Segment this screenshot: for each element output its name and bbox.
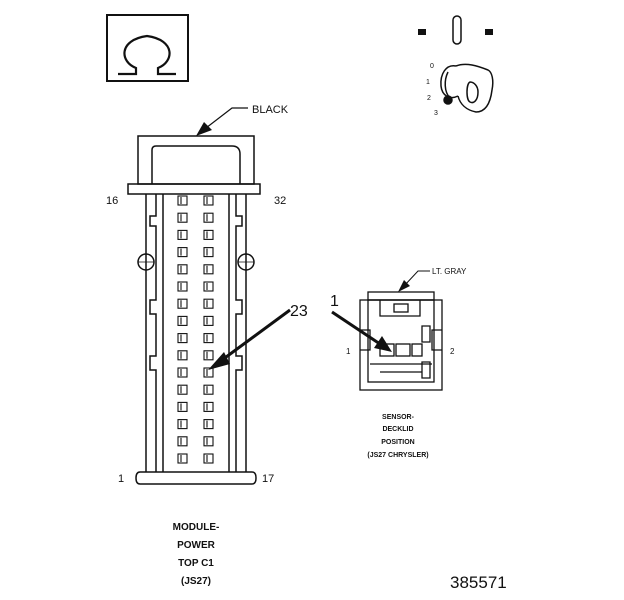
pin-cavity [203, 281, 214, 292]
pin-cavity [177, 401, 188, 412]
sensor-pin-label-2: 2 [450, 347, 455, 356]
pin-label-16: 16 [106, 195, 118, 207]
pin-cavity [177, 419, 188, 430]
pin-cavity [177, 212, 188, 223]
sensor-caption-line-2: DECKLID [382, 426, 413, 433]
pin-cavity [177, 333, 188, 344]
pin-cavity [177, 247, 188, 258]
caption-line-1: MODULE- [173, 522, 220, 533]
sensor-wire-color-label: LT. GRAY [432, 267, 467, 276]
caption-line-3: TOP C1 [178, 558, 214, 569]
key-position-1: 2 [427, 95, 431, 102]
figure-number: 385571 [450, 573, 507, 592]
pin-cavity [203, 298, 214, 309]
caption-line-2: POWER [177, 540, 216, 551]
pin-cavity [177, 367, 188, 378]
pin-cavity [203, 333, 214, 344]
sensor-caption-line-3: POSITION [381, 439, 414, 446]
pin-cavity [203, 401, 214, 412]
pin-cavity [203, 384, 214, 395]
pin-label-1: 1 [118, 473, 124, 485]
key-position-labels: 0 1 2 3 [426, 63, 438, 117]
pin-label-17: 17 [262, 473, 274, 485]
pin-cavity [177, 281, 188, 292]
pin-cavity [203, 247, 214, 258]
connector-main-caption: MODULE- POWER TOP C1 (JS27) [173, 522, 220, 587]
connector-sensor-caption: SENSOR- DECKLID POSITION (JS27 CHRYSLER) [367, 414, 428, 459]
wire-color-label: BLACK [252, 104, 289, 116]
callout-pin-23: 23 [290, 303, 308, 320]
pin-cavity [177, 229, 188, 240]
pin-cavity [177, 436, 188, 447]
callout-arrow-23 [208, 308, 291, 370]
pin-cavity [203, 453, 214, 464]
ignition-key-icon [418, 15, 494, 113]
sensor-caption-line-4: (JS27 CHRYSLER) [367, 452, 428, 459]
pin-cavity [203, 436, 214, 447]
pin-cavity [203, 195, 214, 206]
pin-cavity [203, 315, 214, 326]
key-position-3: 0 [430, 63, 434, 70]
pin-cavity [203, 229, 214, 240]
connector-sensor-body [359, 291, 443, 391]
pin-cavity [177, 453, 188, 464]
pin-cavity [177, 298, 188, 309]
pin-cavity [203, 350, 214, 361]
pin-cavity [203, 212, 214, 223]
key-position-2: 1 [426, 79, 430, 86]
pin-cavity [177, 384, 188, 395]
pin-cavity [203, 367, 214, 378]
pin-cavity [203, 419, 214, 430]
pin-cavity [203, 264, 214, 275]
omega-symbol-icon [106, 14, 189, 82]
sensor-caption-line-1: SENSOR- [382, 414, 415, 421]
callout-arrow-1 [331, 310, 392, 352]
pin-label-32: 32 [274, 195, 286, 207]
sensor-wire-leader [398, 270, 430, 292]
wire-color-leader [196, 107, 248, 136]
pin-cavity-grid [177, 195, 214, 464]
pin-cavity [177, 264, 188, 275]
callout-pin-1: 1 [330, 293, 339, 310]
pin-cavity [177, 315, 188, 326]
pin-cavity [177, 195, 188, 206]
caption-line-4: (JS27) [181, 576, 211, 587]
key-position-0: 3 [434, 110, 438, 117]
connector-main-body [127, 135, 261, 485]
sensor-pin-label-1: 1 [346, 347, 351, 356]
pin-cavity [177, 350, 188, 361]
